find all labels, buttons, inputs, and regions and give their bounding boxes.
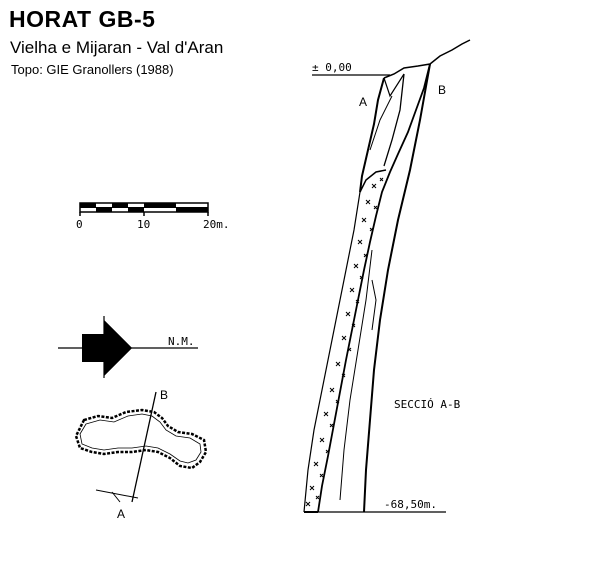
scale-label-0: 0 (76, 218, 83, 231)
north-label: N.M. (168, 335, 195, 348)
location-subtitle: Vielha e Mijaran - Val d'Aran (10, 38, 224, 57)
section-point-a: A (359, 95, 367, 109)
cave-section: ± 0,00 A B SECCIÓ A-B -68,50m. (303, 39, 471, 513)
topo-credit: Topo: GIE Granollers (1988) (11, 62, 174, 77)
section-bottom-datum: -68,50m. (384, 498, 437, 511)
section-title: SECCIÓ A-B (394, 398, 461, 411)
page-title: HORAT GB-5 (9, 6, 156, 32)
scale-bar: 0 10 20m. (76, 202, 230, 231)
section-point-b: B (438, 83, 446, 97)
plan-view: B A (74, 388, 208, 521)
north-arrow-icon: N.M. (58, 316, 198, 378)
plan-point-b: B (160, 388, 168, 402)
section-top-datum: ± 0,00 (312, 61, 352, 74)
scale-label-10: 10 (137, 218, 150, 231)
scale-label-20: 20m. (203, 218, 230, 231)
plan-point-a: A (117, 507, 125, 521)
